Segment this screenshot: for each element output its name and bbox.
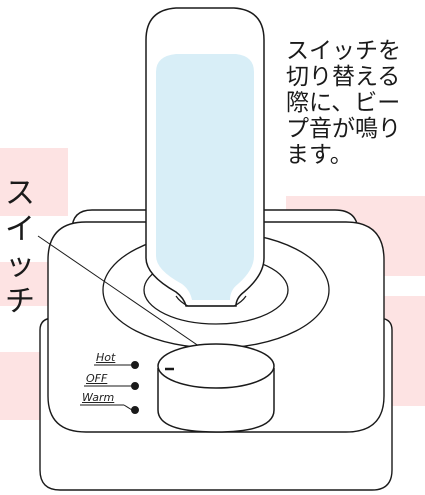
bottle-neck	[175, 295, 247, 307]
setting-markers	[80, 361, 139, 414]
setting-hot: Hot	[96, 351, 116, 364]
callout-note: スイッチを 切り替える 際に、ビー プ音が鳴り ます。	[286, 38, 401, 168]
setting-warm: Warm	[82, 391, 115, 404]
switch-label: ス イ ッ チ	[4, 176, 36, 320]
switch-label-char: ッ	[5, 248, 35, 283]
switch-label-char: ス	[5, 176, 35, 211]
setting-off: OFF	[86, 372, 108, 385]
switch-label-char: イ	[5, 212, 35, 247]
switch-label-char: チ	[5, 284, 35, 319]
leader-line	[37, 235, 229, 367]
switch-knob	[157, 343, 275, 433]
bottle-liquid	[156, 54, 254, 300]
